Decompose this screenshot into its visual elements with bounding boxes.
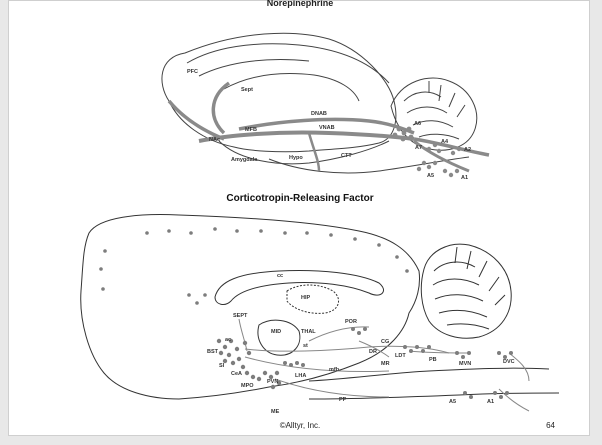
ne-label-hypo: Hypo — [289, 155, 303, 161]
ne-label-nac: NAc — [209, 137, 220, 143]
crf-label-cea: CeA — [231, 371, 242, 377]
crf-label-a1: A1 — [487, 399, 494, 405]
crf-label-si: SI — [219, 363, 225, 369]
crf-label-pvn: PVN — [267, 379, 278, 385]
ne-label-a5: A5 — [427, 173, 434, 179]
crf-label-mpo: MPO — [241, 383, 254, 389]
crf-label-sept: SEPT — [233, 313, 248, 319]
crf-label-hip: HIP — [301, 295, 311, 301]
crf-label-cg: CG — [381, 339, 389, 345]
ne-vnab-bundle — [199, 132, 414, 141]
ne-label-a7: A7 — [415, 145, 422, 151]
crf-label-bst: BST — [207, 349, 219, 355]
ne-label-amygdala: Amygdala — [231, 157, 258, 163]
crf-brain-diagram — [81, 215, 559, 411]
crf-label-st: st — [303, 343, 308, 349]
crf-label-ldt: LDT — [395, 353, 406, 359]
crf-labels: cc HIP SEPT MID THAL st POR CG DR MR LDT… — [207, 273, 515, 415]
crf-label-mid: MID — [271, 329, 281, 335]
crf-hippocampus — [287, 285, 339, 313]
crf-label-me: ME — [271, 409, 280, 415]
crf-label-mr: MR — [381, 361, 390, 367]
crf-label-lha: LHA — [295, 373, 306, 379]
ne-label-a1: A1 — [461, 175, 468, 181]
ne-label-vnab: VNAB — [319, 125, 335, 131]
ne-label-ctt: CTT — [341, 153, 352, 159]
crf-label-pb: PB — [429, 357, 437, 363]
crf-label-dr: DR — [369, 349, 377, 355]
crf-label-dvc: DVC — [503, 359, 515, 365]
crf-title: Corticotropin-Releasing Factor — [9, 193, 591, 204]
crf-label-pp: PP — [339, 397, 347, 403]
crf-label-thal: THAL — [301, 329, 316, 335]
crf-label-cc: cc — [277, 273, 283, 279]
ne-label-sept: Sept — [241, 87, 253, 93]
ne-label-dnab: DNAB — [311, 111, 327, 117]
ne-label-a2: A2 — [464, 147, 471, 153]
crf-label-ac: ac — [225, 337, 231, 343]
brain-diagrams: PFC Sept DNAB VNAB MFB NAc Amygdala Hypo… — [9, 1, 591, 437]
page-number: 64 — [546, 421, 555, 430]
ne-label-a4: A4 — [441, 139, 449, 145]
crf-label-a5: A5 — [449, 399, 456, 405]
crf-label-mfb: mfb — [329, 367, 340, 373]
crf-label-mvn: MVN — [459, 361, 471, 367]
ne-label-mfb: MFB — [245, 127, 257, 133]
crf-label-por: POR — [345, 319, 357, 325]
ne-label-pfc: PFC — [187, 69, 198, 75]
slide: Norepinephrine — [8, 0, 590, 436]
copyright-text: ©Alltyr, Inc. — [9, 421, 591, 430]
crf-corpus-callosum — [215, 271, 384, 305]
ne-label-a6: A6 — [414, 121, 421, 127]
